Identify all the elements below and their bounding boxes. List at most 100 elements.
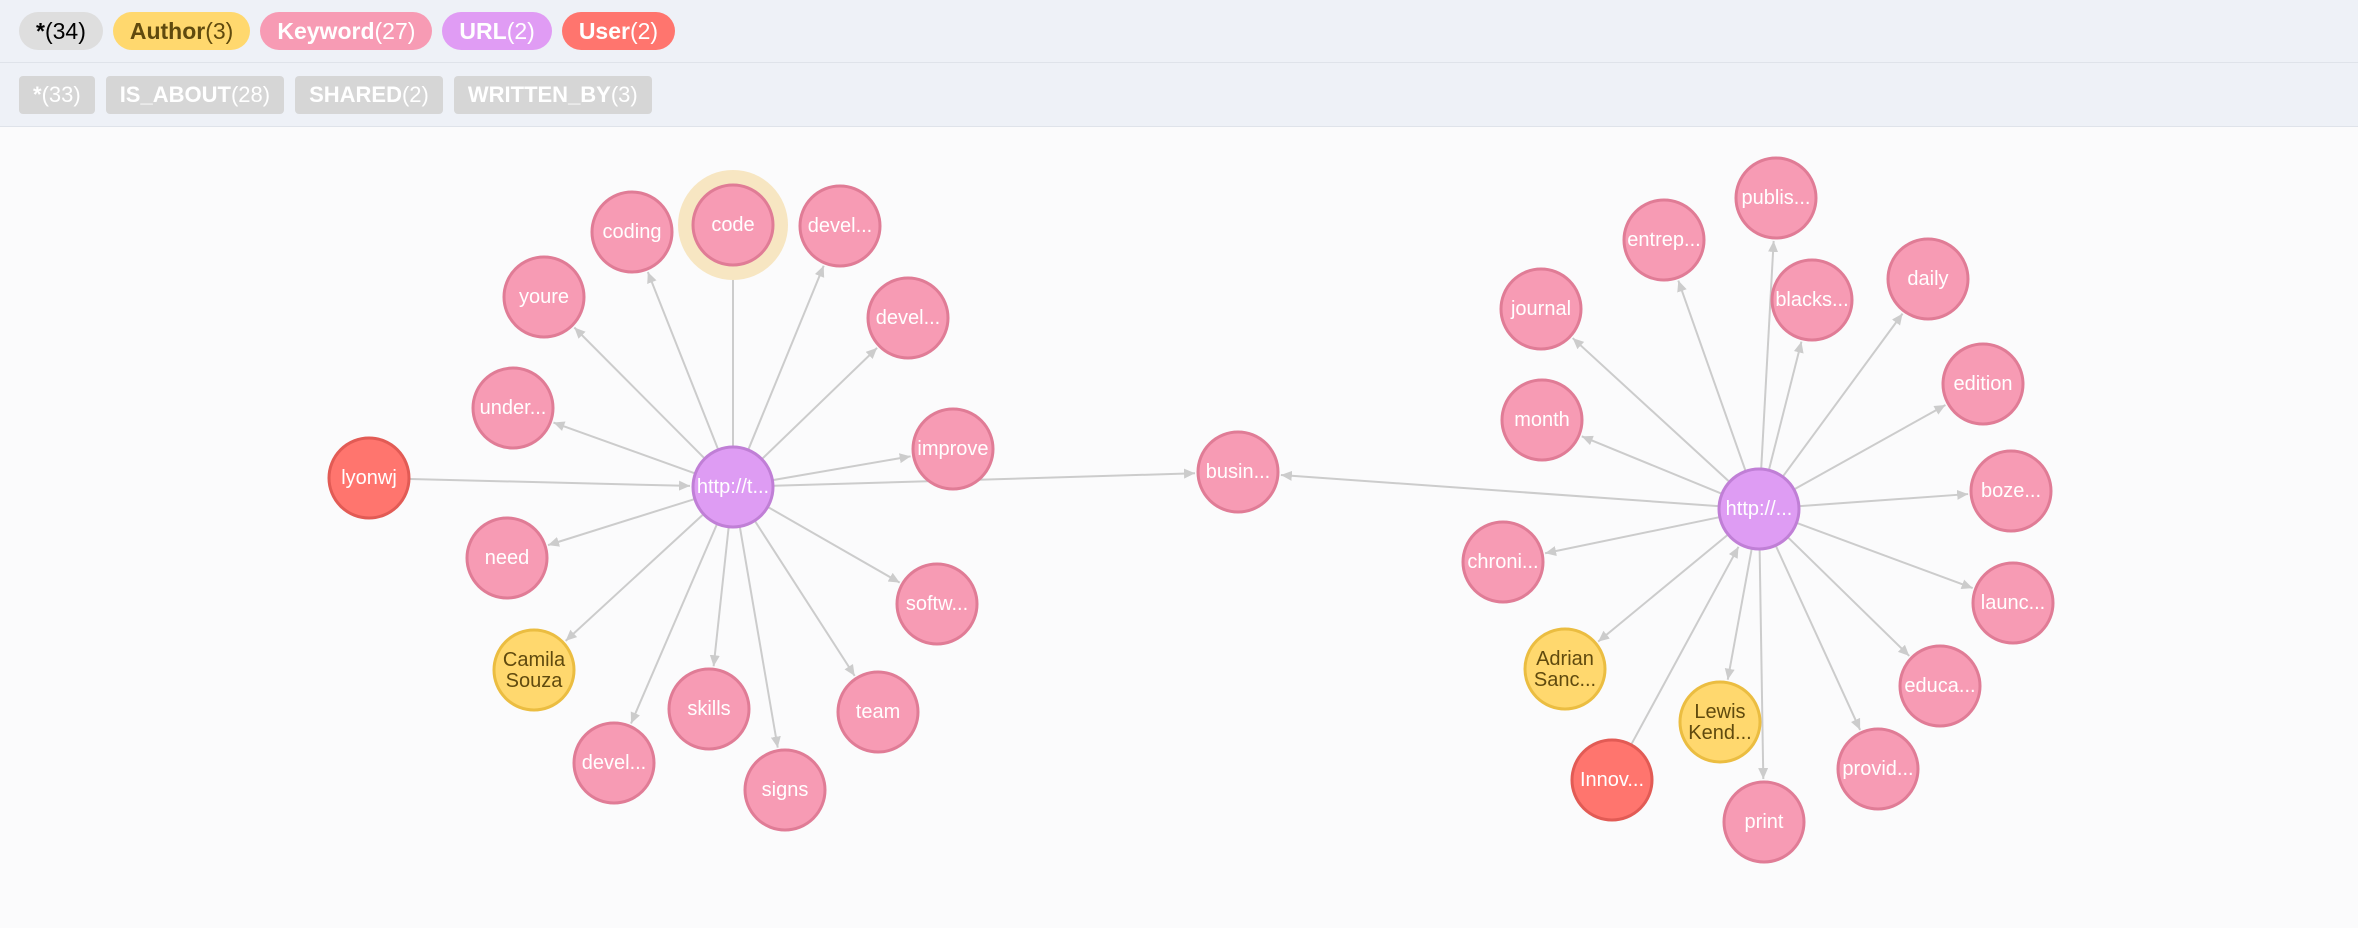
edge-url1-k_coding[interactable] xyxy=(646,271,719,450)
node-k_provid[interactable]: provid... xyxy=(1836,727,1920,811)
node-circle[interactable] xyxy=(492,628,576,712)
node-circle[interactable] xyxy=(465,516,549,600)
node-circle[interactable] xyxy=(836,670,920,754)
node-circle[interactable] xyxy=(1836,727,1920,811)
rel-tag-all[interactable]: *(33) xyxy=(19,75,95,114)
node-circle[interactable] xyxy=(1971,561,2055,645)
node-circle[interactable] xyxy=(572,721,656,805)
edge-url1-k_devel2[interactable] xyxy=(761,347,878,460)
node-circle[interactable] xyxy=(667,667,751,751)
node-k_publis[interactable]: publis... xyxy=(1734,156,1818,240)
edge-url1-k_busin[interactable] xyxy=(773,468,1196,487)
rel-tag-written-by[interactable]: WRITTEN_BY(3) xyxy=(453,75,652,114)
edge-u_innov-url2[interactable] xyxy=(1630,546,1740,745)
node-circle[interactable] xyxy=(866,276,950,360)
edge-url1-k_team[interactable] xyxy=(754,520,856,677)
edge-url1-a_camila[interactable] xyxy=(564,514,704,642)
node-circle[interactable] xyxy=(691,183,775,267)
node-k_educa[interactable]: educa... xyxy=(1898,644,1982,728)
node-circle[interactable] xyxy=(691,445,775,529)
node-circle[interactable] xyxy=(1196,430,1280,514)
edge-url2-k_blacks[interactable] xyxy=(1768,341,1804,470)
node-k_month[interactable]: month xyxy=(1500,378,1584,462)
node-k_youre[interactable]: youre xyxy=(502,255,586,339)
edge-url2-k_launc[interactable] xyxy=(1797,522,1974,590)
edge-url2-k_publis[interactable] xyxy=(1760,240,1779,469)
node-k_journal[interactable]: journal xyxy=(1499,267,1583,351)
edge-url1-k_skills[interactable] xyxy=(709,527,730,667)
edge-url2-k_edition[interactable] xyxy=(1794,404,1946,490)
node-circle[interactable] xyxy=(1722,780,1806,864)
edge-url1-k_youre[interactable] xyxy=(573,326,705,459)
node-circle[interactable] xyxy=(1570,738,1654,822)
edge-url2-k_provid[interactable] xyxy=(1775,545,1862,731)
node-k_devel1[interactable]: devel... xyxy=(798,184,882,268)
edge-u_lyonwj-url1[interactable] xyxy=(409,478,691,491)
edge-url1-k_need[interactable] xyxy=(547,498,695,547)
node-circle[interactable] xyxy=(895,562,979,646)
label-pill-user[interactable]: User(2) xyxy=(561,12,676,50)
node-circle[interactable] xyxy=(1898,644,1982,728)
edge-url1-k_signs[interactable] xyxy=(738,527,781,748)
node-circle[interactable] xyxy=(502,255,586,339)
node-u_innov[interactable]: Innov... xyxy=(1570,738,1654,822)
node-circle[interactable] xyxy=(1500,378,1584,462)
node-k_edition[interactable]: edition xyxy=(1941,342,2025,426)
node-k_improve[interactable]: improve xyxy=(911,407,995,491)
node-circle[interactable] xyxy=(1886,237,1970,321)
node-k_boze[interactable]: boze... xyxy=(1969,449,2053,533)
label-pill-all[interactable]: *(34) xyxy=(19,12,103,50)
node-k_need[interactable]: need xyxy=(465,516,549,600)
node-k_under[interactable]: under... xyxy=(471,366,555,450)
node-circle[interactable] xyxy=(1941,342,2025,426)
rel-tag-shared[interactable]: SHARED(2) xyxy=(295,75,443,114)
node-circle[interactable] xyxy=(1770,258,1854,342)
node-k_code[interactable]: code xyxy=(678,170,788,280)
node-k_blacks[interactable]: blacks... xyxy=(1770,258,1854,342)
node-circle[interactable] xyxy=(1717,467,1801,551)
node-circle[interactable] xyxy=(1678,680,1762,764)
node-circle[interactable] xyxy=(471,366,555,450)
edge-url2-k_educa[interactable] xyxy=(1787,536,1910,657)
node-k_busin[interactable]: busin... xyxy=(1196,430,1280,514)
edge-url2-k_journal[interactable] xyxy=(1572,337,1730,483)
node-circle[interactable] xyxy=(1734,156,1818,240)
node-k_signs[interactable]: signs xyxy=(743,748,827,832)
label-pill-author[interactable]: Author(3) xyxy=(112,12,251,50)
edge-url2-k_chroni[interactable] xyxy=(1544,516,1720,556)
edge-url1-k_under[interactable] xyxy=(553,421,695,475)
edge-url2-k_entrep[interactable] xyxy=(1677,280,1747,471)
node-circle[interactable] xyxy=(743,748,827,832)
edge-url1-k_devel1[interactable] xyxy=(747,265,825,450)
node-k_devel2[interactable]: devel... xyxy=(866,276,950,360)
node-k_devel3[interactable]: devel... xyxy=(572,721,656,805)
node-circle[interactable] xyxy=(1969,449,2053,533)
node-k_chroni[interactable]: chroni... xyxy=(1461,520,1545,604)
node-circle[interactable] xyxy=(911,407,995,491)
node-u_lyonwj[interactable]: lyonwj xyxy=(327,436,411,520)
node-k_launc[interactable]: launc... xyxy=(1971,561,2055,645)
edge-url2-a_lewis[interactable] xyxy=(1724,549,1753,680)
node-k_team[interactable]: team xyxy=(836,670,920,754)
label-pill-url[interactable]: URL(2) xyxy=(442,12,552,50)
node-k_softw[interactable]: softw... xyxy=(895,562,979,646)
node-circle[interactable] xyxy=(1499,267,1583,351)
node-url1[interactable]: http://t... xyxy=(691,445,775,529)
edge-url1-k_softw[interactable] xyxy=(768,506,901,584)
label-pill-keyword[interactable]: Keyword(27) xyxy=(260,12,433,50)
edge-url2-k_month[interactable] xyxy=(1581,435,1722,495)
node-k_coding[interactable]: coding xyxy=(590,190,674,274)
edge-url2-k_boze[interactable] xyxy=(1799,489,1969,508)
node-circle[interactable] xyxy=(1622,198,1706,282)
node-circle[interactable] xyxy=(590,190,674,274)
node-circle[interactable] xyxy=(798,184,882,268)
node-circle[interactable] xyxy=(1523,627,1607,711)
node-circle[interactable] xyxy=(1461,520,1545,604)
edge-url2-a_adrian[interactable] xyxy=(1597,534,1729,643)
node-k_print[interactable]: print xyxy=(1722,780,1806,864)
node-k_daily[interactable]: daily xyxy=(1886,237,1970,321)
edge-url2-k_busin[interactable] xyxy=(1280,470,1719,508)
